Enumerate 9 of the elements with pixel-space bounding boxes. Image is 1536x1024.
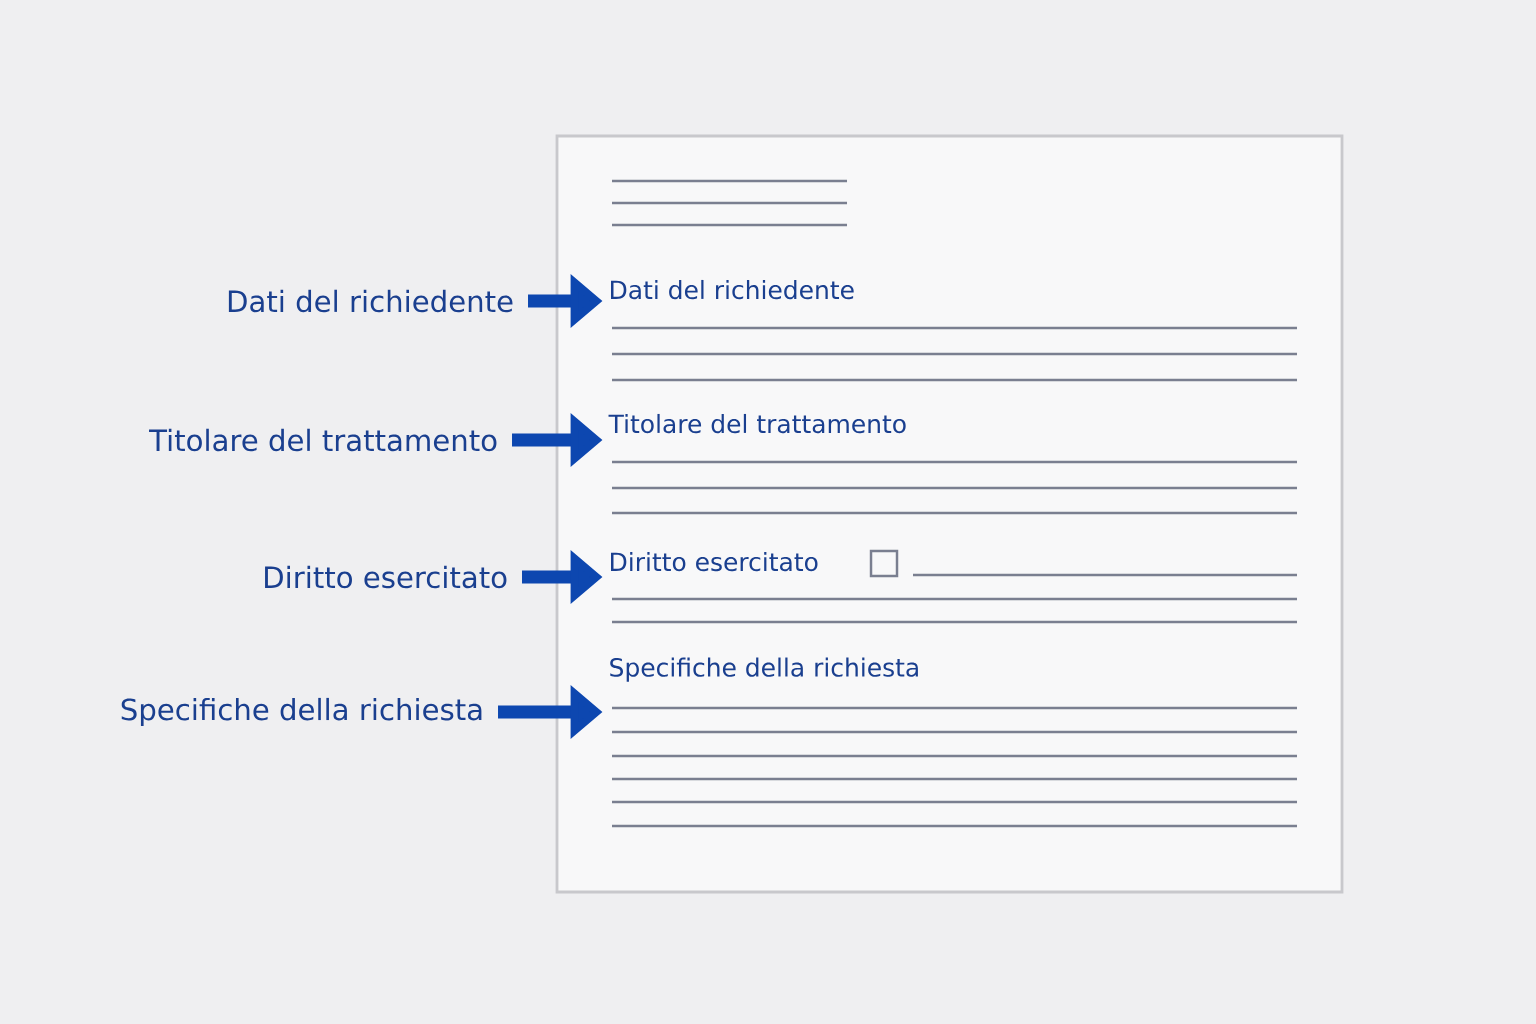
section-heading: Titolare del trattamento <box>608 413 906 434</box>
callout-label: Specifiche della richiesta <box>121 697 482 727</box>
callout-label: Titolare del trattamento <box>149 428 497 452</box>
document-page <box>555 134 1344 894</box>
section-heading: Specifiche della richiesta <box>610 657 918 682</box>
section-heading: Diritto esercitato <box>611 551 818 572</box>
section-heading: Dati del richiedente <box>611 279 854 300</box>
callout-label: Diritto esercitato <box>265 565 507 589</box>
callout-label: Dati del richiedente <box>228 289 513 313</box>
